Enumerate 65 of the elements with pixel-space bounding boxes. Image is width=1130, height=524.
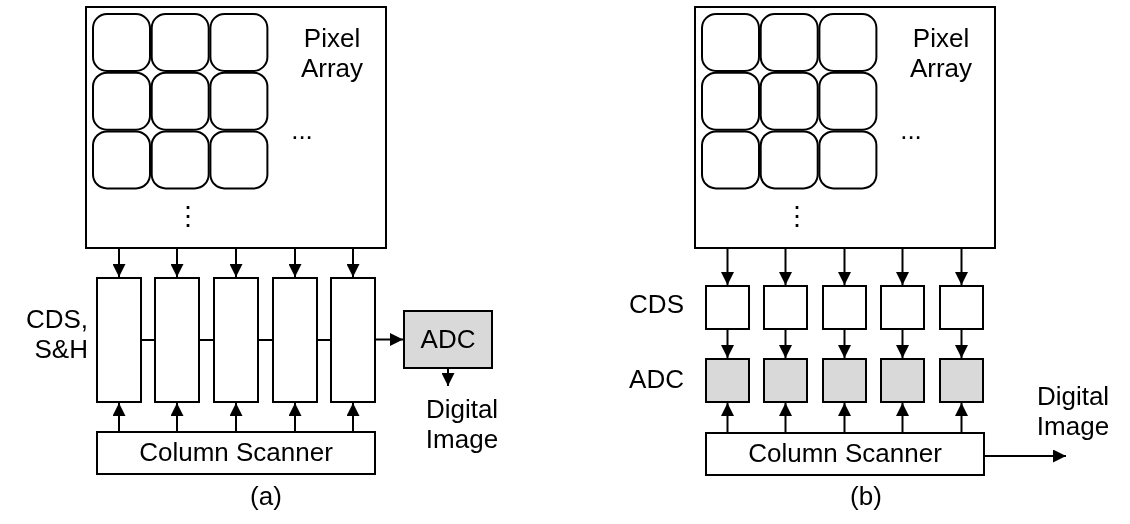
arrow <box>955 402 968 433</box>
connector-line <box>199 339 214 341</box>
output-label: Digital Image <box>414 386 510 464</box>
connector-line <box>258 339 273 341</box>
arrow <box>441 368 455 387</box>
arrow <box>896 329 909 359</box>
arrow <box>170 248 184 278</box>
pixel-array-block <box>85 6 387 249</box>
arrow <box>229 402 243 432</box>
arrow <box>112 248 126 278</box>
column-scanner-block: Column Scanner <box>96 431 376 475</box>
column-circuit-box <box>154 277 200 403</box>
arrow <box>721 329 734 359</box>
column-circuit-box <box>822 358 867 403</box>
arrow <box>721 248 734 286</box>
arrow <box>346 402 360 432</box>
arrow <box>112 402 126 432</box>
column-circuit-box <box>705 285 750 330</box>
ellipsis: ⋮ <box>784 202 804 232</box>
connector-line <box>317 339 331 341</box>
arrow <box>779 402 792 433</box>
arrow <box>721 402 734 433</box>
column-circuit-box <box>763 358 808 403</box>
arrow <box>288 402 302 432</box>
arrow <box>896 248 909 286</box>
column-circuit-box <box>213 277 259 403</box>
arrow <box>288 248 302 278</box>
arrow <box>229 248 243 278</box>
ellipsis: ⋮ <box>175 202 195 232</box>
arrow <box>838 329 851 359</box>
arrow <box>375 333 404 346</box>
arrow <box>779 248 792 286</box>
arrow <box>838 402 851 433</box>
arrow <box>896 402 909 433</box>
column-circuit-box <box>763 285 808 330</box>
column-circuit-box <box>880 285 925 330</box>
ellipsis: ... <box>290 116 314 146</box>
arrow <box>838 248 851 286</box>
column-circuit-box <box>272 277 318 403</box>
column-scanner-block: Column Scanner <box>705 432 985 476</box>
ellipsis: ... <box>899 116 923 146</box>
block-title: Pixel Array <box>908 24 974 84</box>
arrow <box>779 329 792 359</box>
panel-label: (b) <box>849 482 883 512</box>
column-circuit-box <box>96 277 142 403</box>
column-circuit-box <box>880 358 925 403</box>
column-circuit-box <box>705 358 750 403</box>
block-title: Pixel Array <box>299 24 365 84</box>
output-label: Digital Image <box>1024 373 1122 451</box>
arrow <box>984 449 1067 463</box>
arrow <box>170 402 184 432</box>
adc-block: ADC <box>403 310 493 369</box>
column-circuit-box <box>330 277 376 403</box>
column-circuit-box <box>822 285 867 330</box>
connector-line <box>141 339 155 341</box>
block-label: ADC <box>628 365 684 395</box>
block-label: CDS, S&H <box>24 305 88 365</box>
arrow <box>346 248 360 278</box>
arrow <box>955 329 968 359</box>
column-circuit-box <box>939 285 984 330</box>
arrow <box>955 248 968 286</box>
block-label: CDS <box>628 290 684 320</box>
column-circuit-box <box>939 358 984 403</box>
panel-label: (a) <box>249 482 283 512</box>
pixel-array-block <box>694 6 996 249</box>
